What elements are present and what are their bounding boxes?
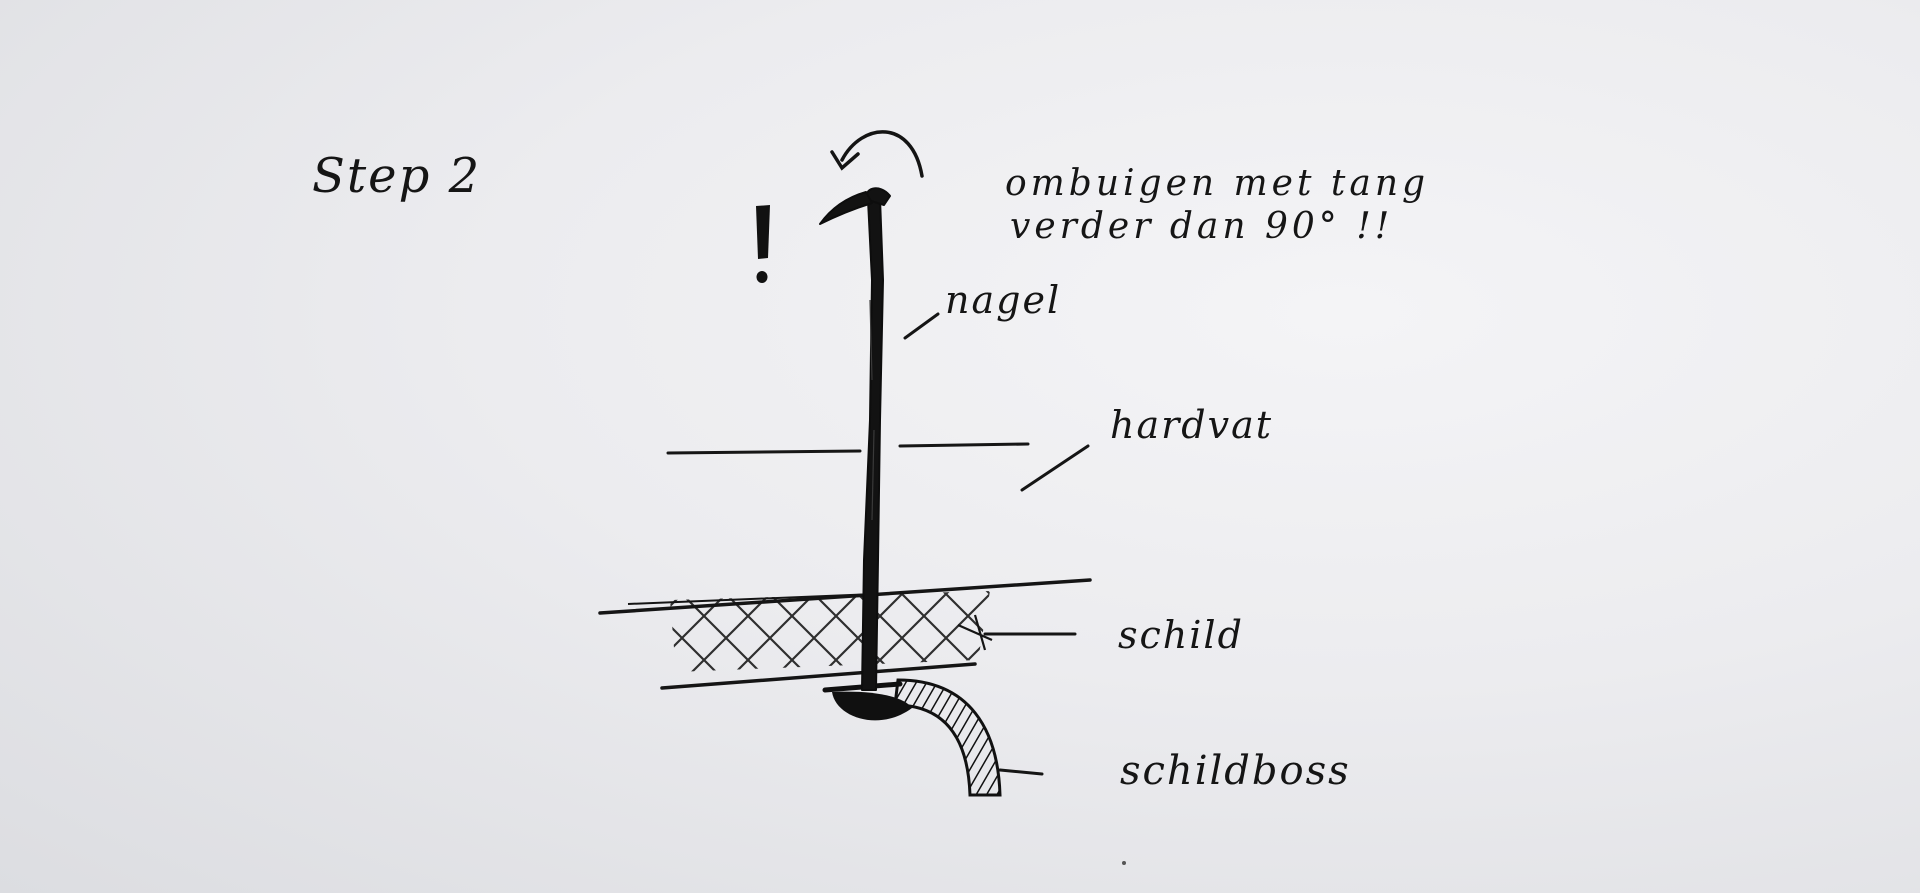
leader-line-schildboss — [998, 768, 1044, 776]
schild-board — [598, 578, 1092, 690]
exclamation-icon — [756, 205, 770, 283]
bend-arrow-icon — [830, 130, 924, 178]
step-title: Step 2 — [312, 148, 482, 204]
instruction-note-line-2: verder dan 90° !! — [1010, 206, 1394, 247]
schildboss-shape — [893, 678, 1002, 797]
leader-line-hardvat — [1020, 444, 1090, 492]
label-schildboss: schildboss — [1120, 748, 1351, 794]
leader-line-nagel — [903, 312, 940, 340]
nail-nagel — [819, 187, 891, 691]
ink-dot — [1122, 861, 1126, 865]
label-nagel: nagel — [945, 278, 1062, 322]
leader-lines — [903, 312, 1090, 776]
label-hardvat: hardvat — [1110, 403, 1274, 447]
hardvat-surface-line — [666, 442, 1030, 455]
instruction-note-line-1: ombuigen met tang — [1005, 163, 1430, 204]
label-schild: schild — [1118, 613, 1244, 657]
